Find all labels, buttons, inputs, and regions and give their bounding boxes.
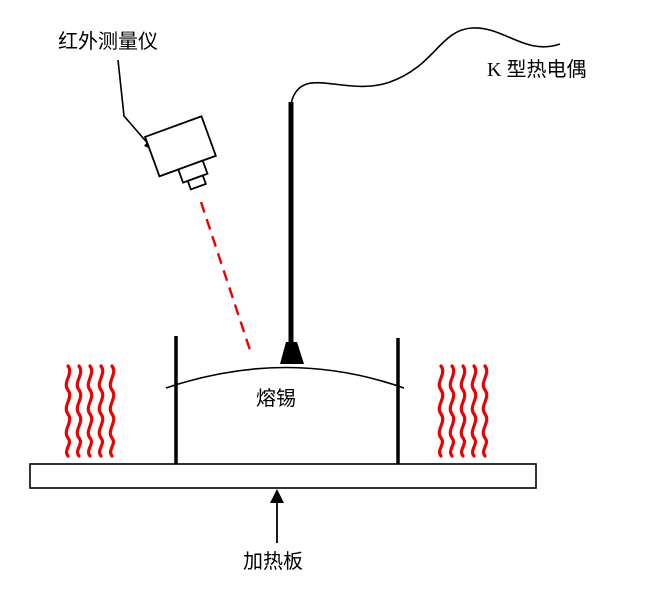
heat-wave-line [86, 364, 94, 458]
infrared-label-pointer-line [117, 59, 151, 147]
heat-wave-line [108, 364, 116, 458]
heat-waves-left [64, 364, 116, 458]
infrared-instrument-label: 红外测量仪 [58, 30, 158, 53]
molten-tin-label: 熔锡 [256, 387, 296, 410]
heat-wave-line [481, 364, 489, 458]
heating-plate [29, 463, 537, 489]
infrared-camera [143, 115, 217, 191]
heat-waves-right [437, 364, 489, 458]
solder-dome-surface [165, 366, 405, 389]
infrared-beam-dashed-line [199, 201, 253, 354]
heat-wave-line [437, 364, 445, 458]
heat-wave-line [448, 364, 456, 458]
infrared-camera-lens-tip [186, 174, 208, 191]
thermocouple-label: K 型热电偶 [487, 58, 586, 81]
thermocouple-wire [290, 27, 561, 105]
heat-wave-line [459, 364, 467, 458]
heat-wave-line [97, 364, 105, 458]
heating-plate-arrowhead [270, 489, 284, 503]
heat-wave-line [75, 364, 83, 458]
heat-wave-line [470, 364, 478, 458]
heating-plate-label: 加热板 [243, 550, 303, 573]
heat-wave-line [64, 364, 72, 458]
thermocouple-probe-tip [280, 342, 304, 364]
